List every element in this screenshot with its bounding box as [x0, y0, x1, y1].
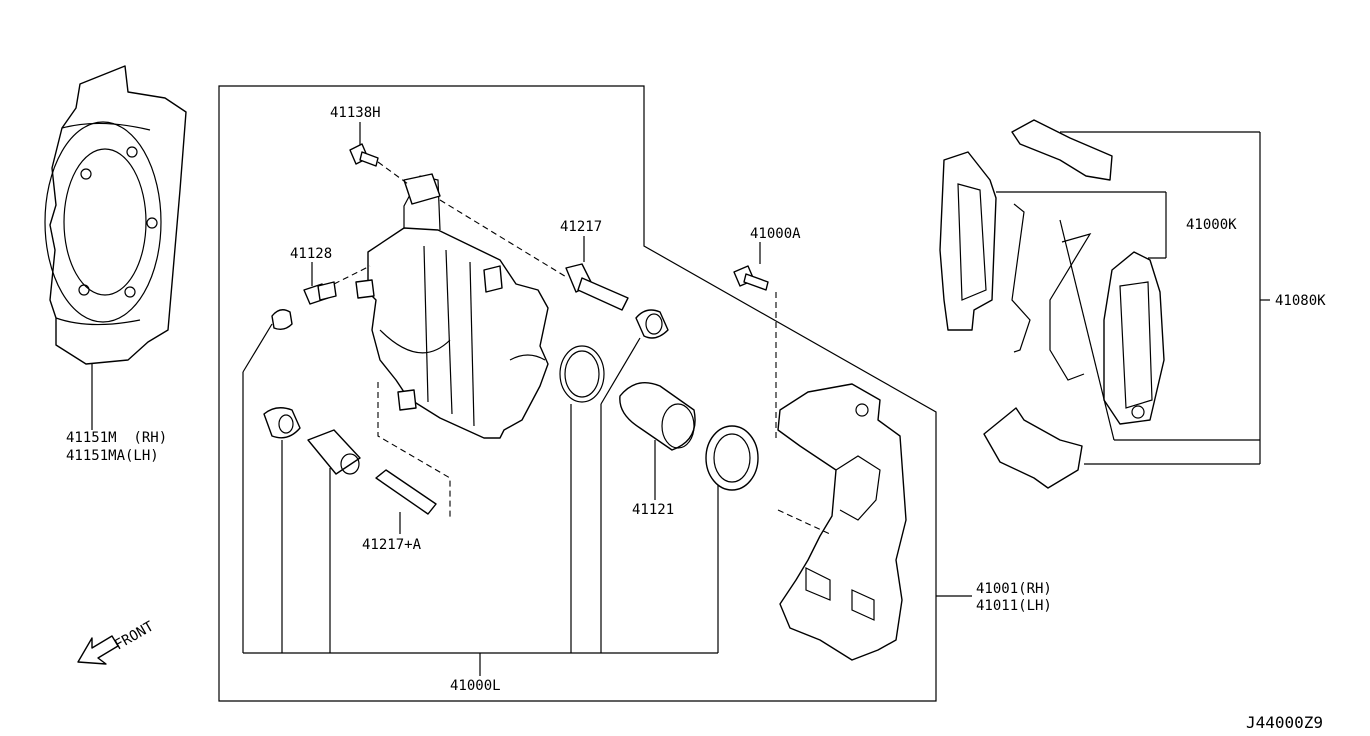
callout-41151ma: 41151MA(LH) — [66, 448, 159, 464]
bolt-41138h-drawing — [349, 122, 379, 167]
callout-41217: 41217 — [560, 219, 602, 235]
bleeder-41128-drawing — [303, 262, 337, 305]
bleeder-cap-drawing — [271, 309, 293, 331]
callout-41121: 41121 — [632, 502, 674, 518]
dust-boot-drawing — [705, 425, 759, 491]
drawing-code: J44000Z9 — [1246, 713, 1323, 732]
pad-kit-drawing — [939, 119, 1270, 489]
callout-41000l: 41000L — [450, 678, 501, 694]
callout-41001-rh: 41001(RH) — [976, 581, 1052, 597]
caliper-bracket-drawing — [777, 383, 907, 661]
guide-pin-41217a-drawing — [375, 469, 437, 534]
callout-41011-lh: 41011(LH) — [976, 598, 1052, 614]
callout-41138h: 41138H — [330, 105, 381, 121]
sleeve-drawing — [307, 429, 361, 475]
bushing-drawing — [263, 407, 301, 439]
bolt-41000a-drawing — [733, 242, 777, 440]
kit-41000l-frame — [218, 85, 972, 702]
front-label: FRONT — [112, 618, 157, 653]
dust-shield-drawing — [44, 65, 187, 430]
callout-41128: 41128 — [290, 246, 332, 262]
piston-seal-drawing — [559, 345, 605, 403]
callout-41000a: 41000A — [750, 226, 801, 242]
caliper-body-drawing — [333, 161, 569, 520]
guide-pin-41217-drawing — [565, 236, 629, 311]
callout-41000k: 41000K — [1186, 217, 1237, 233]
callout-41151m: 41151M (RH) — [66, 430, 167, 446]
front-arrow-icon — [77, 635, 119, 665]
callout-41217a: 41217+A — [362, 537, 422, 553]
piston-41121-drawing — [619, 382, 696, 500]
callout-41080k: 41080K — [1275, 293, 1326, 309]
pin-boot-drawing — [635, 309, 669, 339]
